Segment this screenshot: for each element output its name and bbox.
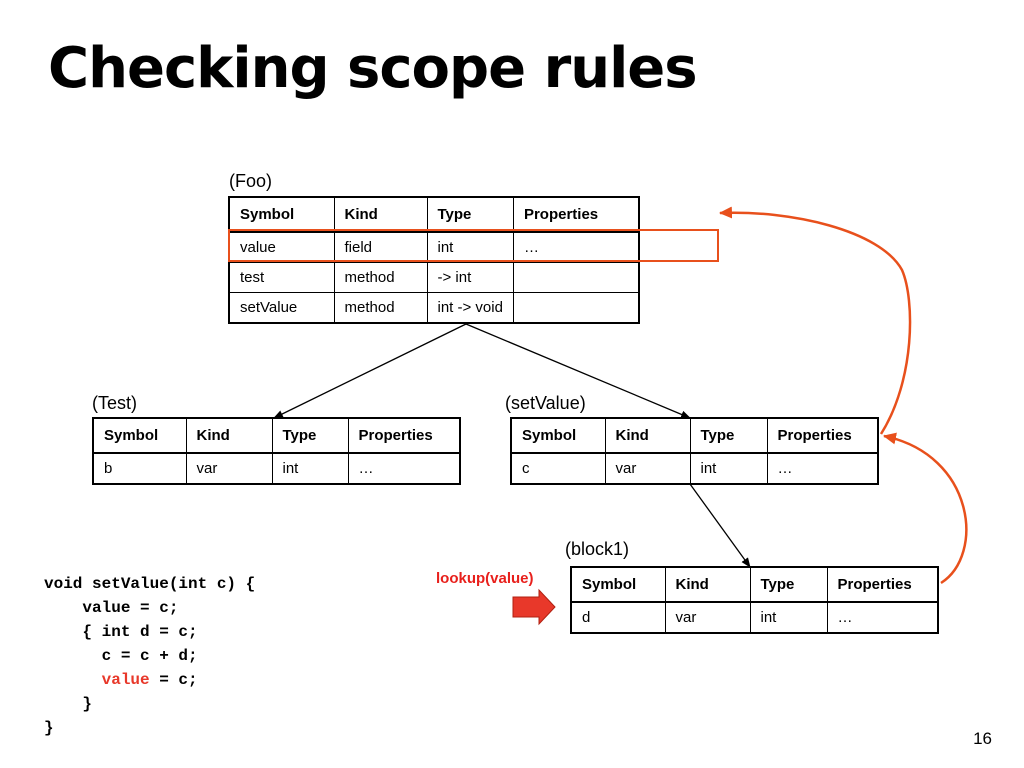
code-line: c = c + d; xyxy=(44,647,198,665)
header-symbol: Symbol xyxy=(570,566,666,603)
slide-title: Checking scope rules xyxy=(48,36,698,101)
header-type: Type xyxy=(749,566,828,603)
caption-block1: (block1) xyxy=(565,539,630,559)
edge-foo-to-setvalue xyxy=(465,323,691,419)
table-row: value field int … xyxy=(228,231,640,263)
lookup-curve-setvalue-to-foo xyxy=(719,206,912,435)
header-symbol: Symbol xyxy=(228,196,335,233)
header-properties: Properties xyxy=(826,566,939,603)
cell-type: -> int xyxy=(426,262,514,293)
cell-properties: … xyxy=(766,452,879,485)
header-kind: Kind xyxy=(333,196,428,233)
cell-type: int xyxy=(426,231,514,263)
cell-properties xyxy=(512,262,640,293)
cell-kind: var xyxy=(604,452,691,485)
lookup-curve-block1-to-setvalue xyxy=(883,432,968,585)
cell-type: int xyxy=(271,452,349,485)
cell-type: int xyxy=(689,452,768,485)
cell-symbol: test xyxy=(228,262,335,293)
table-row: setValue method int -> void xyxy=(228,292,640,324)
cell-symbol: d xyxy=(570,601,666,634)
cell-kind: var xyxy=(185,452,273,485)
caption-test: (Test) xyxy=(92,393,137,413)
lookup-block-arrow-icon xyxy=(512,588,556,626)
code-line: value = c; xyxy=(44,668,255,692)
table-header-row: Symbol Kind Type Properties xyxy=(92,417,461,454)
symbol-table-foo: Symbol Kind Type Properties value field … xyxy=(228,196,641,324)
cell-properties: … xyxy=(512,231,640,263)
edge-setvalue-to-block1 xyxy=(689,483,751,568)
header-kind: Kind xyxy=(185,417,273,454)
table-header-row: Symbol Kind Type Properties xyxy=(570,566,939,603)
code-listing: void setValue(int c) { value = c; { int … xyxy=(44,572,255,740)
cell-type: int -> void xyxy=(426,292,514,324)
symbol-table-block1: Symbol Kind Type Properties d var int … xyxy=(570,566,939,634)
header-properties: Properties xyxy=(512,196,640,233)
lookup-label: lookup(value) xyxy=(436,570,534,587)
header-type: Type xyxy=(426,196,514,233)
table-header-row: Symbol Kind Type Properties xyxy=(228,196,640,233)
cell-kind: var xyxy=(664,601,751,634)
code-line: { int d = c; xyxy=(44,623,198,641)
cell-kind: field xyxy=(333,231,428,263)
header-kind: Kind xyxy=(604,417,691,454)
cell-properties: … xyxy=(826,601,939,634)
header-properties: Properties xyxy=(766,417,879,454)
edge-foo-to-test xyxy=(273,323,467,419)
cell-symbol: value xyxy=(228,231,335,263)
code-line: value = c; xyxy=(44,599,179,617)
code-line: void setValue(int c) { xyxy=(44,575,256,593)
cell-properties: … xyxy=(347,452,461,485)
cell-symbol: setValue xyxy=(228,292,335,324)
code-line: } xyxy=(44,695,93,713)
cell-properties xyxy=(512,292,640,324)
header-symbol: Symbol xyxy=(92,417,187,454)
code-highlighted-variable: value xyxy=(101,671,150,689)
cell-symbol: c xyxy=(510,452,606,485)
caption-foo: (Foo) xyxy=(229,171,273,191)
header-kind: Kind xyxy=(664,566,751,603)
symbol-table-setvalue: Symbol Kind Type Properties c var int … xyxy=(510,417,879,485)
table-header-row: Symbol Kind Type Properties xyxy=(510,417,879,454)
cell-kind: method xyxy=(333,292,428,324)
header-type: Type xyxy=(271,417,349,454)
symbol-table-test: Symbol Kind Type Properties b var int … xyxy=(92,417,461,485)
cell-kind: method xyxy=(333,262,428,293)
header-properties: Properties xyxy=(347,417,461,454)
code-line-rest: = c; xyxy=(149,671,198,689)
header-type: Type xyxy=(689,417,768,454)
caption-setvalue: (setValue) xyxy=(505,393,586,413)
table-row: b var int … xyxy=(92,452,461,485)
cell-type: int xyxy=(749,601,828,634)
table-row: d var int … xyxy=(570,601,939,634)
table-row: c var int … xyxy=(510,452,879,485)
code-line: } xyxy=(44,719,54,737)
cell-symbol: b xyxy=(92,452,187,485)
page-number: 16 xyxy=(973,729,992,748)
header-symbol: Symbol xyxy=(510,417,606,454)
table-row: test method -> int xyxy=(228,262,640,293)
